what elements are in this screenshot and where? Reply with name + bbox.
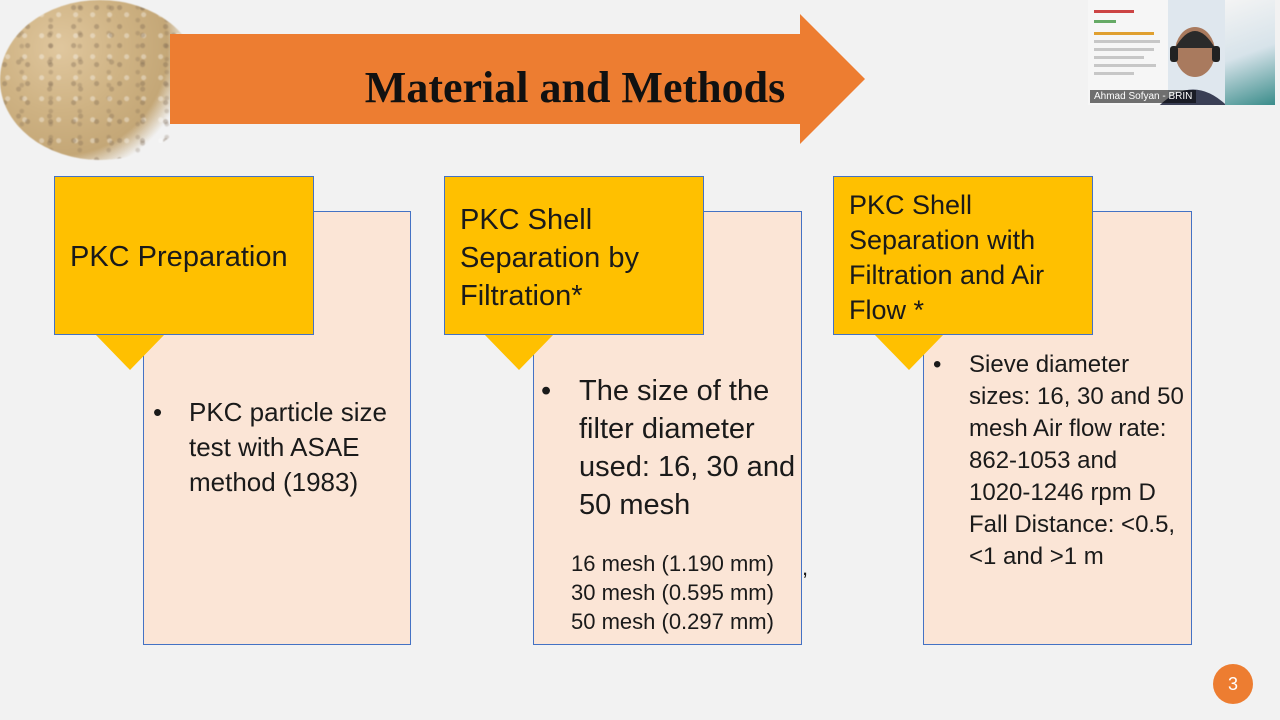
bullet-icon: • [153,397,163,427]
bullet-item: • Sieve diameter sizes: 16, 30 and 50 me… [933,351,1184,570]
column-3-heading: PKC Shell Separation with Filtration and… [849,190,1045,325]
background-poster [1088,0,1168,105]
mesh-line: 50 mesh (0.297 mm) [571,609,774,634]
participant-name-label: Ahmad Sofyan - BRIN [1090,90,1197,103]
column-2-bullets: • The size of the filter diameter used: … [541,372,797,524]
column-1-bullets: • PKC particle size test with ASAE metho… [153,395,409,500]
soil-texture-image [0,0,200,160]
column-3-heading-box: PKC Shell Separation with Filtration and… [833,176,1093,335]
column-1-heading-box: PKC Preparation [54,176,314,335]
column-1-pointer [95,334,165,370]
column-2-pointer [484,334,554,370]
bullet-icon: • [933,351,942,378]
stray-comma: , [802,555,809,580]
bullet-item: • The size of the filter diameter used: … [541,372,797,524]
column-3-pointer [874,334,944,370]
page-number-badge: 3 [1213,664,1253,704]
bullet-icon: • [541,375,552,407]
column-2-heading: PKC Shell Separation by Filtration* [460,204,639,312]
background-banner [1225,0,1275,105]
column-2-heading-box: PKC Shell Separation by Filtration* [444,176,704,335]
mesh-line: 16 mesh (1.190 mm) [571,551,774,576]
mesh-size-list: 16 mesh (1.190 mm) 30 mesh (0.595 mm) 50… [571,549,811,636]
bullet-item: • PKC particle size test with ASAE metho… [153,397,387,497]
column-3-bullets: • Sieve diameter sizes: 16, 30 and 50 me… [933,349,1184,573]
column-1-heading: PKC Preparation [70,241,288,273]
mesh-line: 30 mesh (0.595 mm) [571,580,774,605]
slide-title: Material and Methods [364,63,786,112]
title-arrow-shape [170,14,865,144]
webcam-video-tile[interactable]: Ahmad Sofyan - BRIN [1088,0,1275,105]
